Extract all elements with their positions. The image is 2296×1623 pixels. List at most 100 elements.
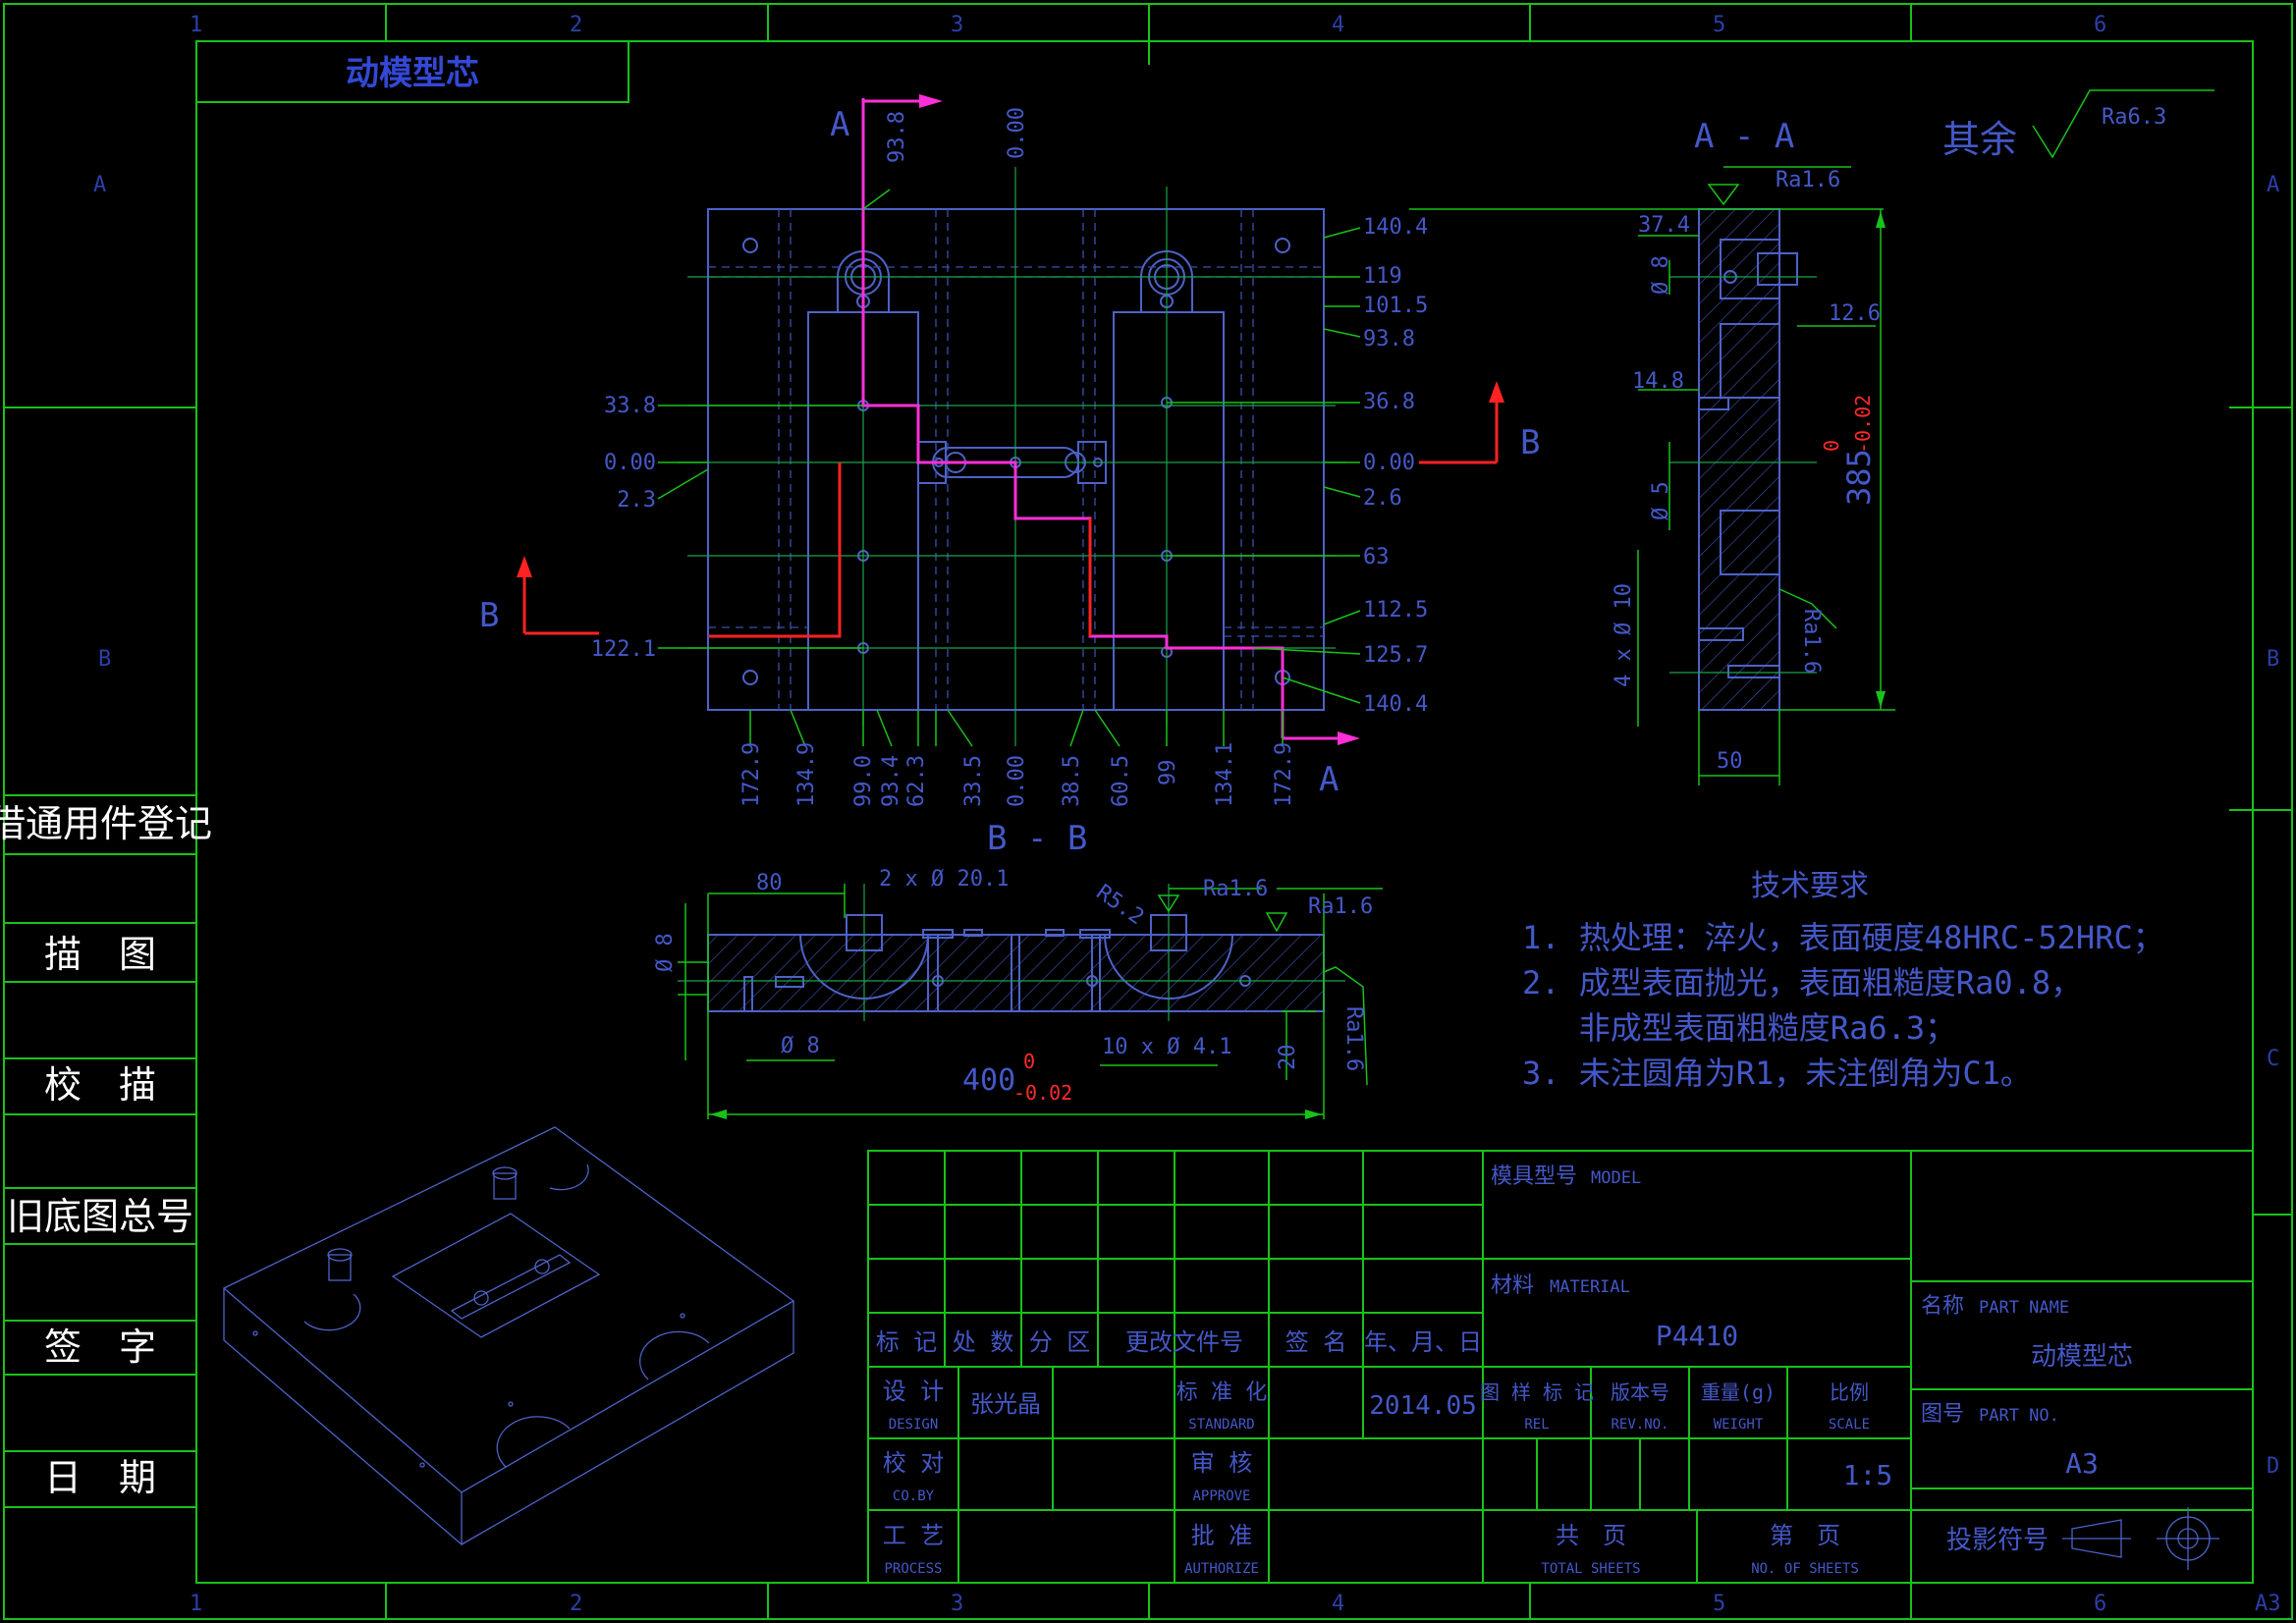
scale-label: 比例 [1830, 1380, 1869, 1404]
date-label: 日 期 [44, 1456, 156, 1499]
sheet-no-label: 第 页 [1770, 1522, 1840, 1549]
aa-dim-12-6: 12.6 [1829, 301, 1881, 326]
tech-req-line-3: 非成型表面粗糙度Ra6.3； [1522, 1009, 1956, 1047]
material-label-en: MATERIAL [1550, 1277, 1630, 1297]
stage-label-en: REL [1524, 1417, 1549, 1433]
bb-ra-2: Ra1.6 [1308, 894, 1373, 919]
dim-right-10: 125.7 [1363, 643, 1428, 668]
cut-label-b-left: B [479, 596, 499, 635]
designer-name: 张光晶 [970, 1390, 1041, 1418]
material-value: P4410 [1656, 1320, 1738, 1352]
side-panel: 借通用件登记 描 图 校 描 旧底图总号 签 字 日 期 [0, 802, 212, 1499]
check-label-en: CO.BY [893, 1488, 935, 1504]
projection-circle-icon [2157, 1507, 2219, 1570]
col-label-4b: 4 [1332, 1592, 1344, 1616]
dim-left-1: 33.8 [604, 394, 656, 418]
bb-tol-up: 0 [1023, 1050, 1035, 1073]
part-no-label: 图号 [1921, 1402, 1964, 1427]
surface-roughness: Ra6.3 [2102, 105, 2166, 130]
section-bb-label: B - B [987, 819, 1087, 858]
design-date: 2014.05 [1369, 1391, 1477, 1421]
bb-ra-1: Ra1.6 [1203, 877, 1268, 901]
bb-dim-r5: R5.2 [1092, 880, 1149, 930]
row-label-a: A [93, 173, 106, 197]
total-sheets-label: 共 页 [1556, 1522, 1626, 1549]
col-label-6: 6 [2094, 13, 2106, 37]
col-label-6b: 6 [2094, 1592, 2106, 1616]
rev-header-date: 年、月、日 [1364, 1328, 1482, 1356]
row-label-b: B [98, 647, 111, 672]
plan-dimensions: 93.8 0.00 140.4 119 101.5 93.8 36.8 0.00… [591, 107, 1428, 807]
dim-left-4: 122.1 [591, 637, 656, 662]
dim-right-9: 112.5 [1363, 598, 1428, 622]
tech-req-line-2: 2. 成型表面抛光，表面粗糙度Ra0.8， [1522, 964, 2082, 1001]
projection-label: 投影符号 [1946, 1526, 2049, 1555]
row-label-a-right: A [2267, 173, 2279, 197]
col-label-5: 5 [1713, 13, 1725, 37]
dim-right-11: 140.4 [1363, 692, 1428, 717]
model-label-en: MODEL [1591, 1168, 1641, 1188]
model-label: 模具型号 [1491, 1164, 1577, 1189]
scale-value: 1:5 [1843, 1459, 1893, 1491]
aa-tol-dn: -0.02 [1851, 395, 1875, 454]
check-label: 校 对 [883, 1449, 944, 1477]
rev-header-count: 处 数 [953, 1328, 1013, 1356]
col-label-1: 1 [190, 13, 202, 37]
bb-ra-3: Ra1.6 [1341, 1006, 1366, 1071]
bb-dim-length: 400 [962, 1063, 1015, 1098]
dim-bottom-5: 62.3 [904, 755, 929, 807]
dim-bottom-11: 134.1 [1213, 742, 1237, 807]
tech-req-title: 技术要求 [1751, 869, 1869, 903]
drawing-title: 动模型芯 [346, 54, 479, 93]
dim-top-0: 0.00 [1005, 107, 1029, 159]
dim-bottom-10: 99 [1156, 760, 1180, 786]
dim-right-1: 140.4 [1363, 215, 1428, 240]
aa-dim-14-8: 14.8 [1632, 369, 1684, 394]
material-label: 材料 [1491, 1273, 1534, 1298]
dim-left-3: 2.3 [617, 488, 656, 513]
part-no-label-en: PART NO. [1979, 1406, 2059, 1426]
bb-dim-2xd20: 2 x Ø 20.1 [879, 867, 1009, 892]
bb-dim-10xd4: 10 x Ø 4.1 [1102, 1035, 1231, 1059]
row-label-d-right: D [2267, 1454, 2279, 1479]
dim-right-2: 119 [1363, 264, 1402, 289]
check-trace-label: 校 描 [44, 1063, 156, 1107]
dim-bottom-6: 33.5 [961, 755, 986, 807]
col-label-2: 2 [570, 13, 582, 37]
rev-header-doc: 更改文件号 [1125, 1328, 1243, 1356]
dim-bottom-2: 134.9 [794, 742, 819, 807]
aa-ra-side: Ra1.6 [1799, 609, 1824, 674]
dim-bottom-1: 172.9 [739, 742, 764, 807]
sheet-size-label: A3 [2255, 1592, 2281, 1616]
weight-label-en: WEIGHT [1714, 1417, 1764, 1433]
dim-right-4: 93.8 [1363, 327, 1415, 352]
part-name-label-en: PART NAME [1979, 1298, 2069, 1318]
cut-label-a-bottom: A [1319, 760, 1339, 799]
scale-label-en: SCALE [1829, 1417, 1870, 1433]
dim-bottom-8: 38.5 [1060, 755, 1084, 807]
drawing-frame [3, 3, 2293, 1620]
bb-dim-20: 20 [1276, 1045, 1300, 1071]
dim-bottom-9: 60.5 [1109, 755, 1133, 807]
bb-dim-d8-bottom: Ø 8 [781, 1034, 820, 1058]
section-aa-label: A - A [1694, 117, 1794, 156]
col-label-1b: 1 [190, 1592, 202, 1616]
aa-dim-height: 385 [1840, 449, 1878, 506]
version-label: 版本号 [1611, 1380, 1669, 1404]
rev-header-sign: 签 名 [1285, 1328, 1346, 1356]
rev-header-mark: 标 记 [876, 1328, 937, 1356]
surface-prefix: 其余 [1942, 118, 2017, 161]
dim-bottom-12: 172.9 [1272, 742, 1296, 807]
dim-bottom-7: 0.00 [1005, 755, 1029, 807]
cut-label-b-right: B [1520, 423, 1540, 462]
design-label: 设 计 [883, 1378, 944, 1405]
dim-right-8: 63 [1363, 545, 1390, 569]
isometric-view [222, 1126, 795, 1546]
weight-label: 重量(g) [1701, 1380, 1776, 1404]
sheet-no-label-en: NO. OF SHEETS [1751, 1561, 1859, 1577]
dim-bottom-3: 99.0 [851, 755, 876, 807]
zone-labels: 1 2 3 4 5 6 1 2 3 4 5 6 A B A B C D A3 [93, 13, 2281, 1616]
part-name-value: 动模型芯 [2031, 1342, 2133, 1372]
dim-right-6: 0.00 [1363, 451, 1415, 475]
